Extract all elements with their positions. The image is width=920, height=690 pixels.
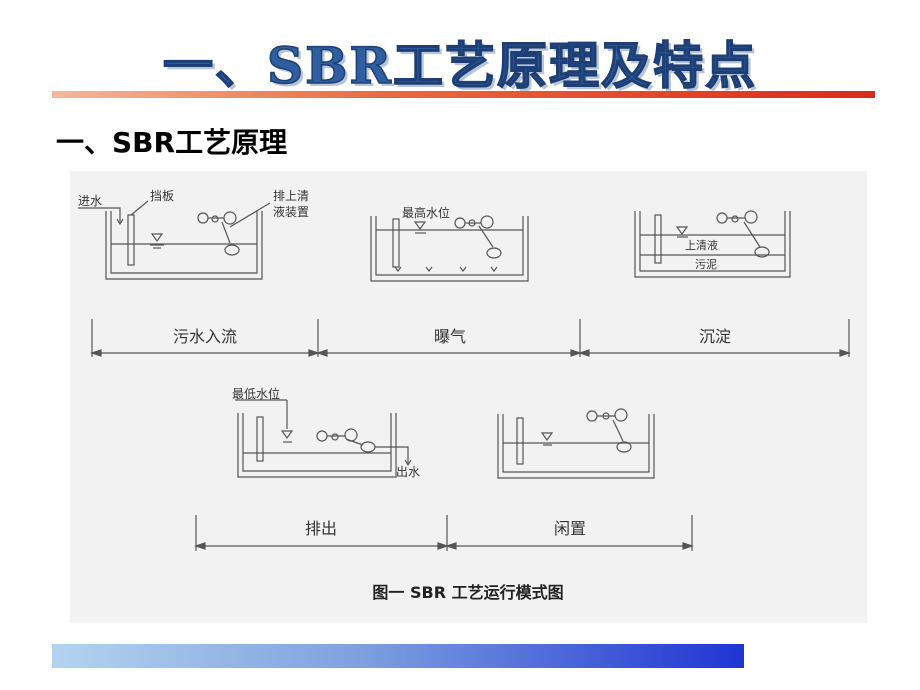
label-max-water-level: 最高水位 bbox=[402, 205, 450, 220]
label-sludge: 污泥 bbox=[695, 258, 717, 271]
phase-idle: 闲置 bbox=[554, 519, 586, 538]
timeline-row1 bbox=[90, 319, 851, 357]
tank-aeration bbox=[370, 215, 529, 282]
label-decanter-1: 排上清 bbox=[273, 189, 309, 203]
sbr-process-diagram: 进水 挡板 排上清 液装置 最高水位 上清液 污泥 污水入流 曝气 沉淀 最低水… bbox=[78, 189, 851, 602]
timeline-row2 bbox=[194, 515, 694, 551]
phase-fill: 污水入流 bbox=[173, 327, 237, 346]
label-inflow: 进水 bbox=[78, 194, 102, 208]
tank-draw bbox=[235, 399, 412, 478]
label-outflow: 出水 bbox=[396, 465, 420, 479]
phase-draw: 排出 bbox=[305, 519, 337, 538]
title-underline-bar bbox=[52, 91, 875, 98]
footer-gradient-bar bbox=[52, 644, 744, 668]
label-decanter-2: 液装置 bbox=[273, 204, 309, 219]
tank-fill bbox=[78, 200, 271, 280]
phase-aeration: 曝气 bbox=[434, 327, 466, 346]
phase-settle: 沉淀 bbox=[699, 327, 731, 346]
label-baffle: 挡板 bbox=[150, 189, 174, 203]
label-min-water-level: 最低水位 bbox=[232, 386, 280, 401]
sbr-diagram-panel: 进水 挡板 排上清 液装置 最高水位 上清液 污泥 污水入流 曝气 沉淀 最低水… bbox=[70, 171, 867, 623]
tank-idle bbox=[497, 408, 655, 479]
page-title: 一、SBR工艺原理及特点 bbox=[162, 35, 757, 96]
section-heading: 一、SBR工艺原理 bbox=[56, 126, 288, 159]
tank-settle bbox=[634, 210, 791, 278]
label-supernatant: 上清液 bbox=[685, 238, 718, 252]
figure-caption: 图一 SBR 工艺运行模式图 bbox=[372, 583, 563, 602]
